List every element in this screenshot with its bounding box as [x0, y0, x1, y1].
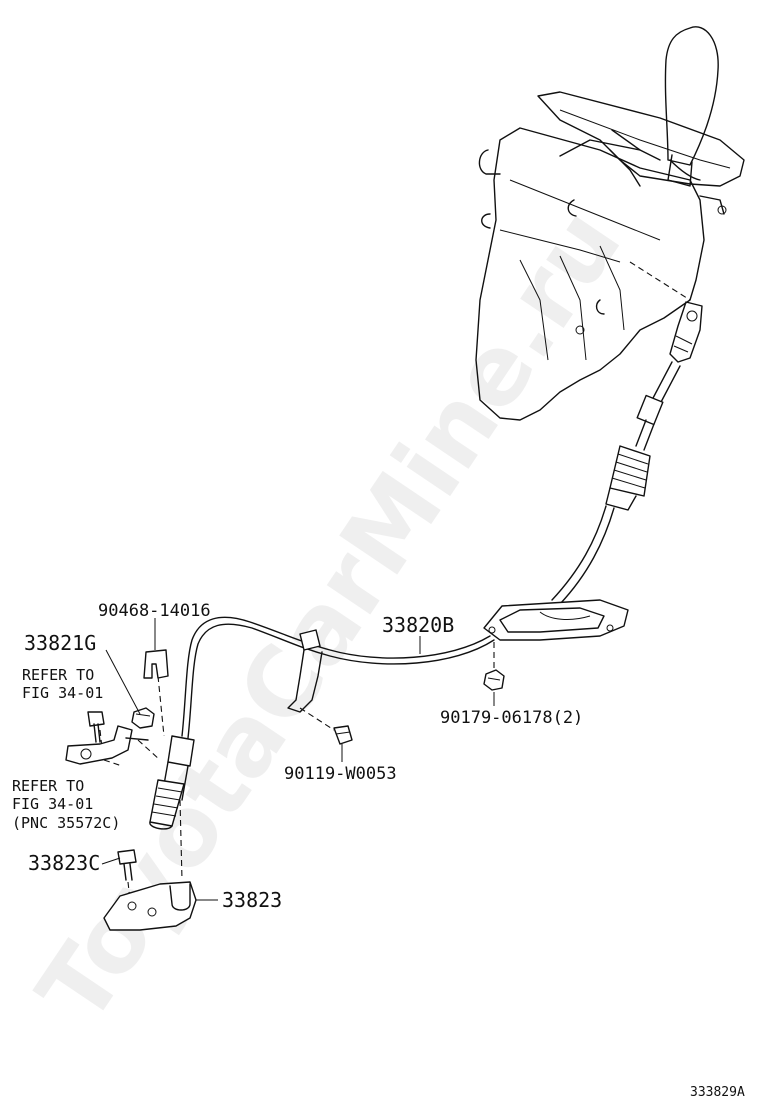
label-refer-fig-1-line2: FIG 34-01: [22, 684, 103, 702]
lever-plate: [65, 725, 149, 765]
bolt-refer-fig: [87, 711, 105, 743]
nut-33821G: [131, 707, 155, 729]
diagram-code: 333829A: [690, 1085, 745, 1100]
label-90179-06178: 90179-06178(2): [440, 708, 583, 728]
label-33823C: 33823C: [28, 851, 100, 875]
clip-90468-14016: [143, 649, 169, 679]
bracket-33823: [103, 881, 197, 931]
label-33823: 33823: [222, 888, 282, 912]
label-90119-W0053: 90119-W0053: [284, 764, 397, 784]
label-refer-fig-1-line1: REFER TO: [22, 666, 94, 684]
nut-90179-06178: [483, 642, 505, 691]
leader-lines: [101, 618, 495, 901]
label-refer-fig-2-line1: REFER TO: [12, 777, 84, 795]
bolt-90119-W0053: [299, 707, 353, 745]
label-90468-14016: 90468-14016: [98, 601, 211, 621]
label-33821G: 33821G: [24, 631, 96, 655]
label-refer-fig-2-line2: FIG 34-01: [12, 795, 93, 813]
shift-cable: [181, 361, 681, 739]
label-refer-fig-2-line3: (PNC 35572C): [12, 814, 120, 832]
shift-lever-assembly: [475, 26, 745, 421]
label-33820B: 33820B: [382, 613, 454, 637]
